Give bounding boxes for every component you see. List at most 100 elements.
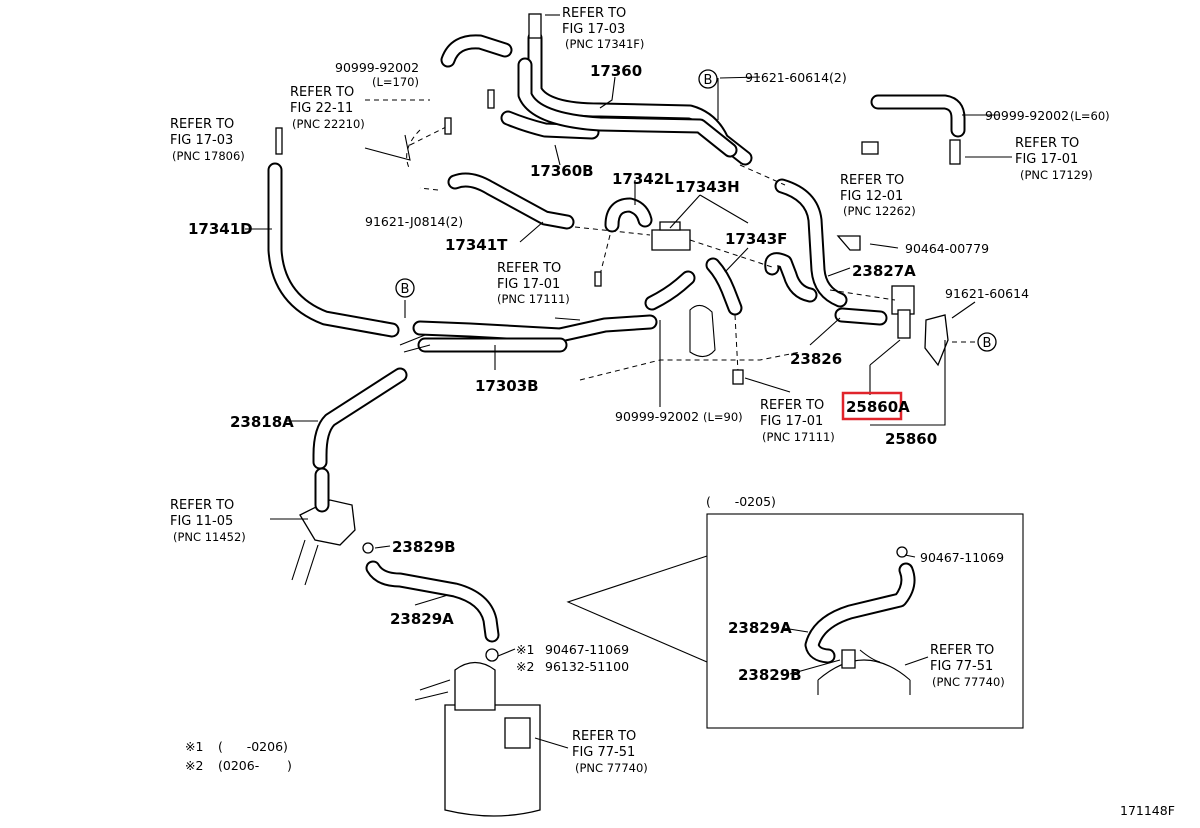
svg-text:FIG 77-51: FIG 77-51 xyxy=(930,659,993,674)
svg-text:B: B xyxy=(704,73,713,88)
bubble-b-top: B xyxy=(698,69,718,89)
ref-fig-17-01-low[interactable]: REFER TO FIG 17-01 (PNC 17111) xyxy=(760,398,835,444)
svg-text:REFER TO: REFER TO xyxy=(760,398,824,413)
svg-text:(PNC 17111): (PNC 17111) xyxy=(762,430,835,444)
ref-fig-17-01-right[interactable]: REFER TO FIG 17-01 (PNC 17129) xyxy=(1015,136,1093,182)
svg-text:REFER TO: REFER TO xyxy=(562,6,626,21)
note-1-90467-11069[interactable]: ※1 90467-11069 xyxy=(516,642,629,657)
svg-text:REFER TO: REFER TO xyxy=(572,729,636,744)
inset-detail: ( -0205) 90467-11069 23829A 23829B REFER… xyxy=(566,494,1024,729)
label-17342L[interactable]: 17342L xyxy=(612,170,674,188)
label-25860[interactable]: 25860 xyxy=(885,430,937,448)
svg-text:( -0206): ( -0206) xyxy=(218,739,288,754)
end-fittings xyxy=(275,89,961,385)
hose-top-left-90999-92002[interactable] xyxy=(440,34,513,68)
filler-neck-assembly xyxy=(291,467,374,586)
svg-text:※1: ※1 xyxy=(516,642,534,657)
hose-23818A[interactable] xyxy=(312,367,408,470)
inset-label-23829B[interactable]: 23829B xyxy=(738,666,802,684)
label-90999-92002-mid[interactable]: 90999-92002 (L=90) xyxy=(615,409,743,424)
note-2-96132-51100[interactable]: ※2 96132-51100 xyxy=(516,659,629,674)
label-23826[interactable]: 23826 xyxy=(790,350,842,368)
svg-text:(PNC 77740): (PNC 77740) xyxy=(575,761,648,775)
label-17360B[interactable]: 17360B xyxy=(530,162,594,180)
bubble-b-right: B xyxy=(977,332,997,352)
svg-text:90999-92002: 90999-92002 xyxy=(615,409,699,424)
svg-text:(PNC 17806): (PNC 17806) xyxy=(172,149,245,163)
svg-text:FIG 22-11: FIG 22-11 xyxy=(290,101,353,116)
label-17341T[interactable]: 17341T xyxy=(445,236,508,254)
ref-fig-17-03-top[interactable]: REFER TO FIG 17-03 (PNC 17341F) xyxy=(562,6,644,51)
inset-ref-fig-77-51[interactable]: REFER TO FIG 77-51 (PNC 77740) xyxy=(930,643,1005,689)
svg-text:(L=60): (L=60) xyxy=(1070,109,1110,123)
svg-text:REFER TO: REFER TO xyxy=(1015,136,1079,151)
svg-text:B: B xyxy=(401,282,410,297)
svg-text:B: B xyxy=(983,336,992,351)
hose-23829A[interactable] xyxy=(365,560,500,643)
svg-text:(PNC 17341F): (PNC 17341F) xyxy=(565,37,644,51)
svg-text:FIG 12-01: FIG 12-01 xyxy=(840,189,903,204)
ref-fig-17-03-left[interactable]: REFER TO FIG 17-03 (PNC 17806) xyxy=(170,117,245,163)
hose-right-90999-92002[interactable] xyxy=(870,94,966,138)
svg-text:FIG 17-01: FIG 17-01 xyxy=(497,277,560,292)
inset-hose-23829A[interactable] xyxy=(804,562,916,664)
clamp-90464-00779[interactable] xyxy=(836,235,861,251)
hose-23827A[interactable] xyxy=(764,178,848,308)
svg-text:(PNC 77740): (PNC 77740) xyxy=(932,675,1005,689)
hose-17341T[interactable] xyxy=(447,172,575,230)
svg-text:※2: ※2 xyxy=(516,659,534,674)
ref-fig-12-01[interactable]: REFER TO FIG 12-01 (PNC 12262) xyxy=(840,173,916,218)
svg-text:(PNC 17129): (PNC 17129) xyxy=(1020,168,1093,182)
svg-text:25860A: 25860A xyxy=(846,398,910,416)
label-17360[interactable]: 17360 xyxy=(590,62,642,80)
label-23827A[interactable]: 23827A xyxy=(852,262,916,280)
charcoal-canister[interactable] xyxy=(414,648,541,817)
inset-label-90467-11069[interactable]: 90467-11069 xyxy=(920,550,1004,565)
label-17303B[interactable]: 17303B xyxy=(475,377,539,395)
svg-text:(0206- ): (0206- ) xyxy=(218,758,292,773)
vsv-25860[interactable] xyxy=(891,285,949,367)
svg-text:90467-11069: 90467-11069 xyxy=(545,642,629,657)
inset-label-23829A[interactable]: 23829A xyxy=(728,619,792,637)
svg-text:(PNC 17111): (PNC 17111) xyxy=(497,292,570,306)
label-17343F[interactable]: 17343F xyxy=(725,230,787,248)
label-23818A[interactable]: 23818A xyxy=(230,413,294,431)
svg-text:FIG 17-03: FIG 17-03 xyxy=(562,22,625,37)
label-25860A-highlighted[interactable]: 25860A xyxy=(841,391,910,421)
ref-fig-11-05[interactable]: REFER TO FIG 11-05 (PNC 11452) xyxy=(170,498,246,544)
svg-text:REFER TO: REFER TO xyxy=(290,85,354,100)
svg-text:FIG 17-01: FIG 17-01 xyxy=(1015,152,1078,167)
connection-lines xyxy=(409,124,978,373)
bubble-b-left: B xyxy=(395,278,415,298)
label-91621-60614[interactable]: 91621-60614 xyxy=(945,286,1029,301)
svg-text:(PNC 12262): (PNC 12262) xyxy=(843,204,916,218)
hose-23826[interactable] xyxy=(834,307,888,326)
label-23829B[interactable]: 23829B xyxy=(392,538,456,556)
ref-fig-77-51[interactable]: REFER TO FIG 77-51 (PNC 77740) xyxy=(572,729,648,775)
label-90464-00779[interactable]: 90464-00779 xyxy=(905,241,989,256)
pipe-17360[interactable] xyxy=(517,13,753,166)
legend-note-2: ※2 (0206- ) xyxy=(185,758,292,773)
vsv-17343H[interactable] xyxy=(651,221,691,251)
svg-text:(L=170): (L=170) xyxy=(372,75,419,89)
svg-text:FIG 17-03: FIG 17-03 xyxy=(170,133,233,148)
hose-17341D[interactable] xyxy=(267,162,400,338)
pipe-17303B[interactable] xyxy=(399,314,658,353)
ref-fig-17-01-mid[interactable]: REFER TO FIG 17-01 (PNC 17111) xyxy=(497,261,570,306)
ref-fig-22-11[interactable]: REFER TO FIG 22-11 (PNC 22210) xyxy=(290,85,365,131)
svg-text:(PNC 22210): (PNC 22210) xyxy=(292,117,365,131)
label-91621-J0814-2[interactable]: 91621-J0814(2) xyxy=(365,214,463,229)
label-90999-92002-right[interactable]: 90999-92002 (L=60) xyxy=(985,108,1110,123)
svg-text:(PNC 11452): (PNC 11452) xyxy=(173,530,246,544)
hose-17342L[interactable] xyxy=(604,197,653,233)
label-17341D[interactable]: 17341D xyxy=(188,220,253,238)
hose-17360B[interactable] xyxy=(500,110,600,140)
svg-text:※2: ※2 xyxy=(185,758,203,773)
label-17343H[interactable]: 17343H xyxy=(675,178,740,196)
svg-text:※1: ※1 xyxy=(185,739,203,754)
hose-17343F[interactable] xyxy=(705,257,743,316)
hose-mid-90999-92002[interactable] xyxy=(644,270,696,311)
label-90999-92002-top[interactable]: 90999-92002 (L=170) xyxy=(335,60,419,89)
label-23829A[interactable]: 23829A xyxy=(390,610,454,628)
label-91621-60614-2[interactable]: 91621-60614(2) xyxy=(745,70,847,85)
